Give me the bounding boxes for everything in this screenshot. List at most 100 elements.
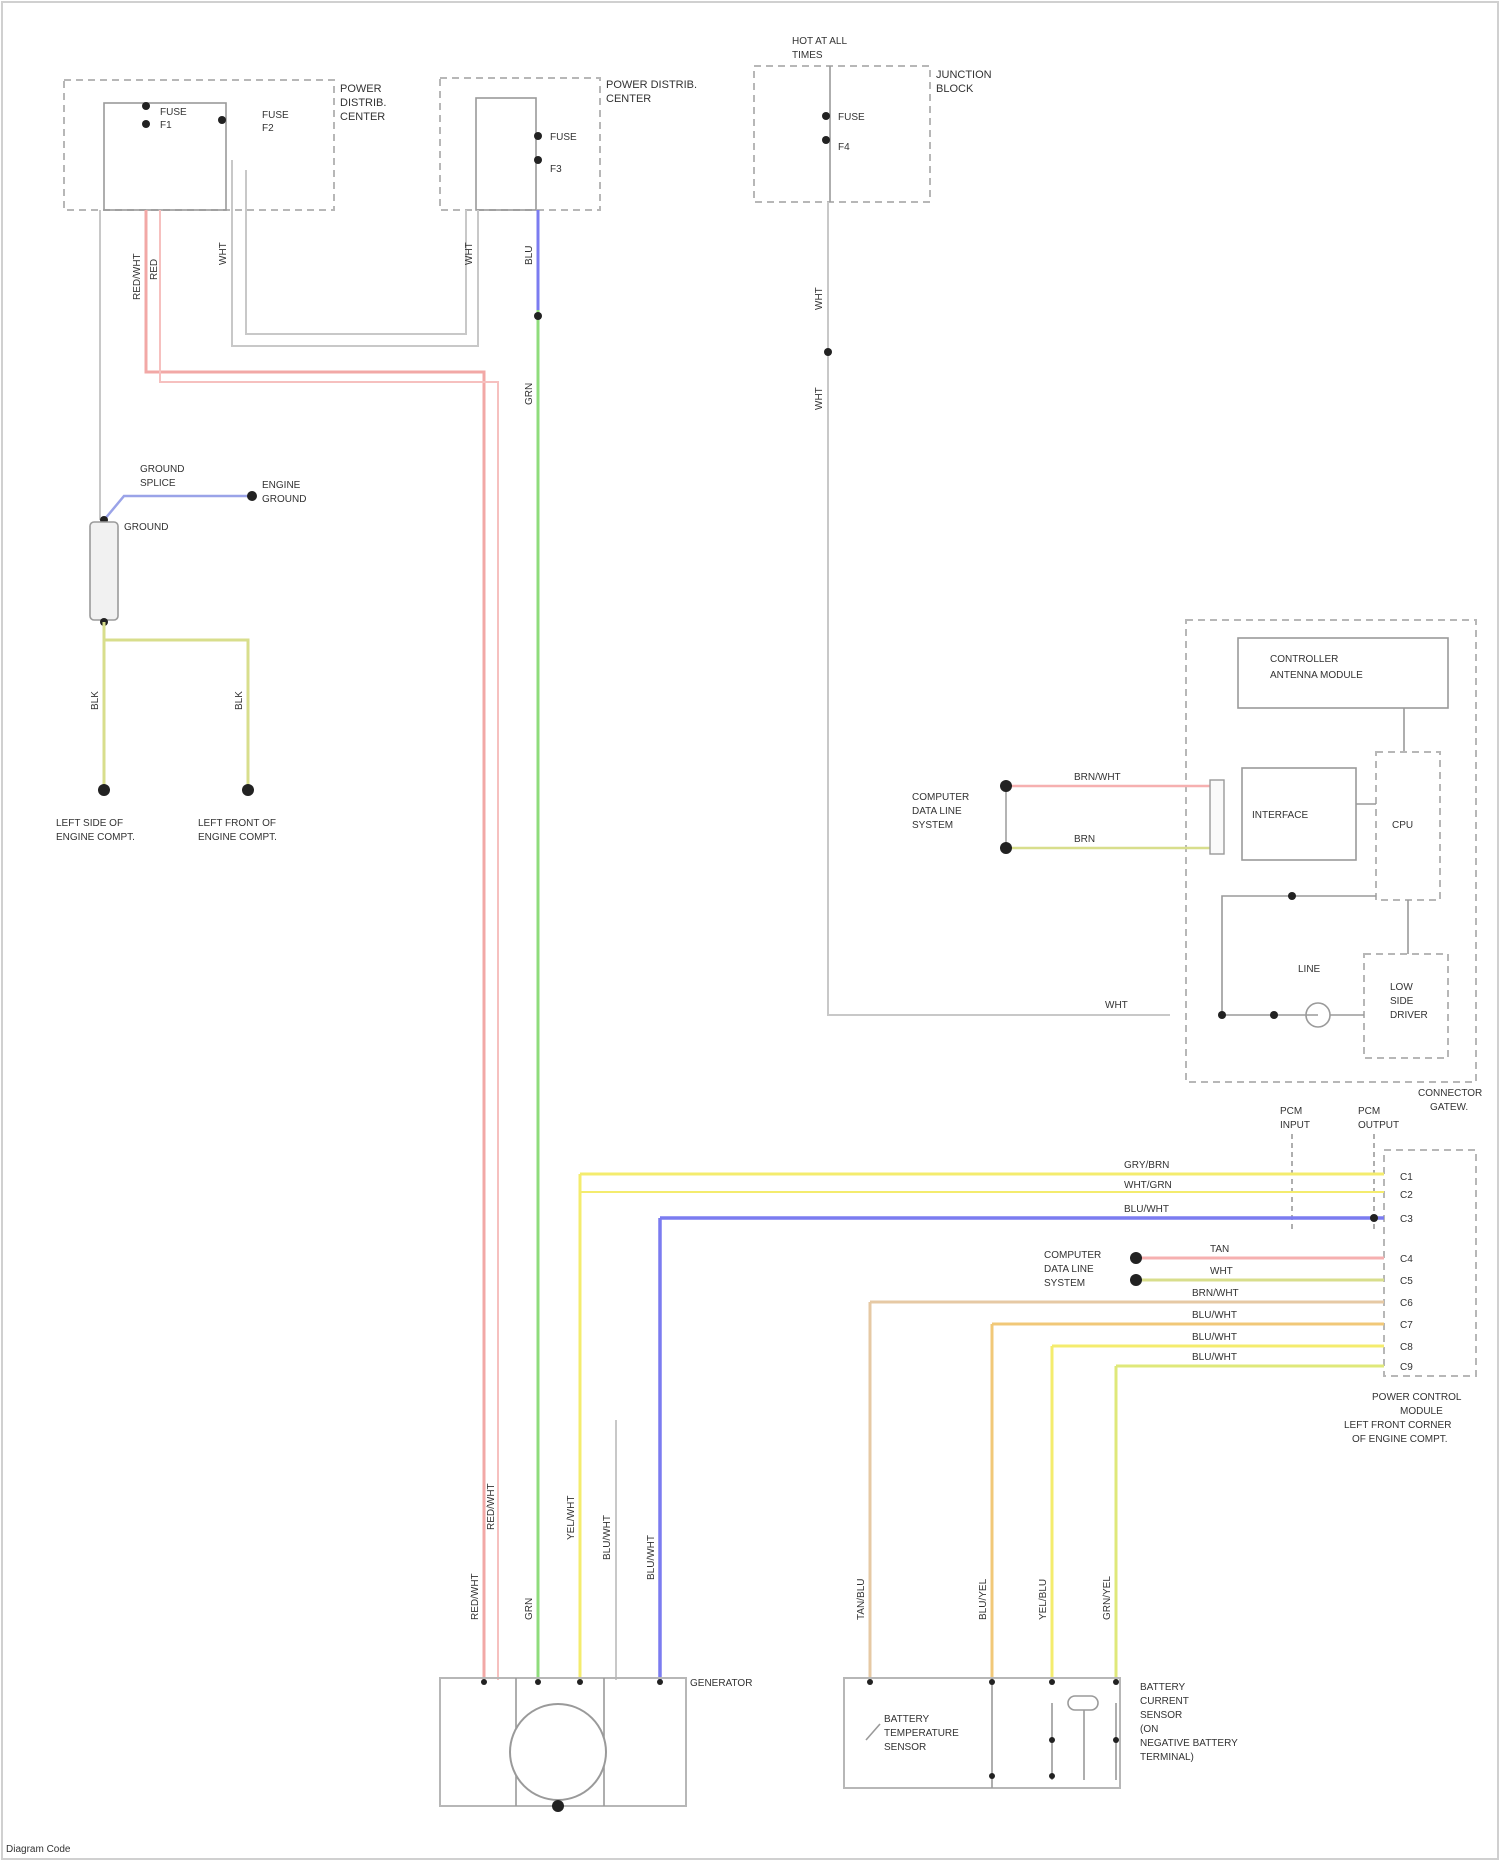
ground-block-label: GROUND [124,522,168,533]
ground-top-line1: GROUND [140,464,184,475]
sensor-wire-4: GRN/YEL [1102,1576,1113,1620]
gen-wire-4: YEL/WHT [566,1496,577,1540]
footer-text: Diagram Code [6,1844,71,1855]
g1-line2: ENGINE COMPT. [56,832,135,843]
mid-wire-label-1: WHT [464,242,475,265]
sensor-right-2: CURRENT [1140,1696,1189,1707]
module-pin-6: C6 [1400,1298,1413,1309]
fuse-box-mid: FUSE F3 POWER DISTRIB. CENTER [440,78,697,210]
fuse-box-right: HOT AT ALL TIMES FUSE F4 JUNCTION BLOCK [754,36,992,202]
fuse-box-right-line2: BLOCK [936,83,974,95]
module-left-3: SYSTEM [1044,1278,1085,1289]
generator: GENERATOR RED/WHT RED/WHT GRN YEL/WHT BL… [440,1483,752,1812]
controller-header-1: CONTROLLER [1270,654,1338,665]
controller-caption-2: GATEW. [1430,1102,1468,1113]
controller-header-2: ANTENNA MODULE [1270,670,1363,681]
sensor-left-1: BATTERY [884,1714,930,1725]
module-wire-7: BLU/WHT [1192,1310,1237,1321]
fuse-b-line2: F2 [262,123,274,134]
sensor-wire-2: BLU/YEL [978,1578,989,1620]
left-wire-label-1: RED/WHT [132,253,143,300]
g2-line2: ENGINE COMPT. [198,832,277,843]
ground-splice: GROUND SPLICE ENGINE GROUND GROUND BLK B… [56,210,306,843]
controller-wire-top: BRN/WHT [1074,772,1121,783]
fuse-mid-line2: F3 [550,164,562,175]
module-top-left-1: PCM [1280,1106,1302,1117]
gen-wire-1: RED/WHT [470,1573,481,1620]
fuse-box-left-line3: CENTER [340,111,385,123]
controller-block-a: INTERFACE [1252,810,1308,821]
power-control-module: PCM INPUT PCM OUTPUT GRY/BRN WHT/GRN BLU… [580,1106,1476,1445]
controller-wire-bot: BRN [1074,834,1095,845]
controller-block-d1: LOW [1390,982,1413,993]
module-caption-1: POWER CONTROL [1372,1392,1462,1403]
controller-bottom-wire: WHT [1105,1000,1128,1011]
module-wire-6: BRN/WHT [1192,1288,1239,1299]
module-wire-2: WHT/GRN [1124,1180,1172,1191]
sensor-right-1: BATTERY [1140,1682,1186,1693]
controller-block-d2: SIDE [1390,996,1414,1007]
right-wire-label-2: WHT [814,387,825,410]
module-wire-4: TAN [1210,1244,1229,1255]
module-wire-1: GRY/BRN [1124,1160,1169,1171]
gen-wire-3: GRN [524,1598,535,1620]
controller-block-b: CPU [1392,820,1413,831]
sensor-wire-3: YEL/BLU [1038,1579,1049,1620]
module-top-right-1: PCM [1358,1106,1380,1117]
controller-left-2: DATA LINE [912,806,962,817]
sensor-left-3: SENSOR [884,1742,926,1753]
wire-gray-loop-2 [246,170,466,334]
module-wire-9: BLU/WHT [1192,1352,1237,1363]
controller-caption-1: CONNECTOR [1418,1088,1482,1099]
module-caption-4: OF ENGINE COMPT. [1352,1434,1448,1445]
mid-wire-label-2: BLU [524,246,535,265]
fuse-box-right-top1: HOT AT ALL [792,36,847,47]
sensor-right-6: TERMINAL) [1140,1752,1194,1763]
ground-top-line2: SPLICE [140,478,176,489]
sensor-right-4: (ON [1140,1724,1158,1735]
fuse-right-line2: F4 [838,142,850,153]
wire-right-white [828,202,1170,1015]
ground-right-line1: ENGINE [262,480,301,491]
module-pin-2: C2 [1400,1190,1413,1201]
wire-red-2 [160,210,498,1680]
right-wire-label-1: WHT [814,287,825,310]
fuse-right-line1: FUSE [838,112,865,123]
g2-line1: LEFT FRONT OF [198,818,276,829]
g1-line1: LEFT SIDE OF [56,818,123,829]
controller-left-3: SYSTEM [912,820,953,831]
module-pin-5: C5 [1400,1276,1413,1287]
mid-wire-label-3: GRN [524,383,535,405]
left-wire-label-2: RED [149,259,160,280]
fuse-box-right-line1: JUNCTION [936,69,992,81]
fuse-box-mid-line1: POWER DISTRIB. [606,79,697,91]
fuse-a-line2: F1 [160,120,172,131]
fuse-box-left: FUSE F1 FUSE F2 POWER DISTRIB. CENTER [64,80,386,210]
sensor-right-5: NEGATIVE BATTERY [1140,1738,1238,1749]
fuse-box-left-line2: DISTRIB. [340,97,386,109]
module-caption-2: MODULE [1400,1406,1443,1417]
module-wire-5: WHT [1210,1266,1233,1277]
module-left-1: COMPUTER [1044,1250,1101,1261]
ground-right-line2: GROUND [262,494,306,505]
generator-label: GENERATOR [690,1678,752,1689]
module-pin-3: C3 [1400,1214,1413,1225]
module-caption-3: LEFT FRONT CORNER [1344,1420,1451,1431]
module-wire-3: BLU/WHT [1124,1204,1169,1215]
wire-gray-loop-1 [232,160,478,346]
ground-right-wire: BLK [234,691,245,710]
fuse-box-mid-line2: CENTER [606,93,651,105]
wire-red-1 [146,210,484,1680]
module-wire-8: BLU/WHT [1192,1332,1237,1343]
controller-module: CONTROLLER ANTENNA MODULE CPU INTERFACE … [912,620,1482,1113]
sensor-right-3: SENSOR [1140,1710,1182,1721]
module-pin-8: C8 [1400,1342,1413,1353]
sensor-wire-1: TAN/BLU [856,1579,867,1621]
module-pin-9: C9 [1400,1362,1413,1373]
fuse-box-left-line1: POWER [340,83,382,95]
module-pin-1: C1 [1400,1172,1413,1183]
fuse-mid-line1: FUSE [550,132,577,143]
module-left-2: DATA LINE [1044,1264,1094,1275]
